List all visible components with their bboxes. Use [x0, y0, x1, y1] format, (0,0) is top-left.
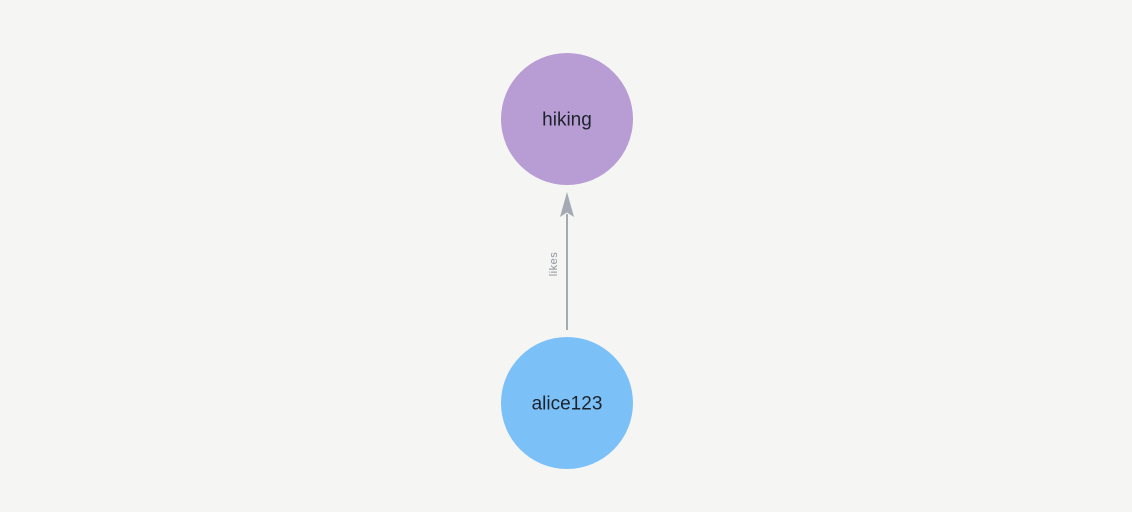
node-hiking-circle: [501, 53, 633, 185]
edge-likes[interactable]: likes: [548, 192, 574, 330]
edge-likes-arrowhead-icon: [560, 192, 574, 217]
node-alice123[interactable]: alice123: [501, 337, 633, 469]
node-alice123-label: alice123: [532, 394, 603, 415]
node-alice123-circle: [501, 337, 633, 469]
edge-likes-label: likes: [548, 252, 560, 277]
node-hiking-label: hiking: [542, 110, 592, 131]
node-hiking[interactable]: hiking: [501, 53, 633, 185]
